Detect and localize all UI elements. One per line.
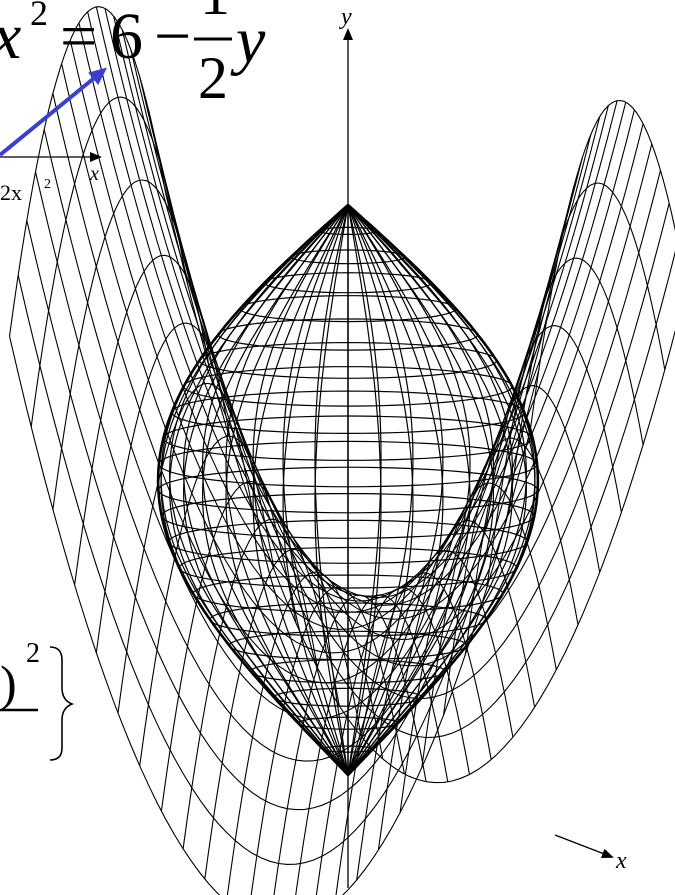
callout-arrow	[0, 67, 108, 157]
fragment-paren: )	[0, 655, 17, 711]
y-axis-label: y	[339, 4, 352, 30]
paraboloid-meridian	[347, 204, 444, 776]
x-axis	[554, 834, 614, 859]
paraboloid-meridian	[347, 204, 471, 776]
paraboloid-meridian	[347, 204, 528, 776]
inset-plot: x 2x 2	[0, 152, 102, 205]
eq-constant: 6	[110, 0, 143, 73]
saddle-line	[26, 220, 549, 811]
paraboloid-meridian	[225, 204, 349, 776]
saddle-line	[34, 171, 557, 762]
paraboloid-meridian	[347, 204, 471, 776]
saddle-line	[165, 193, 675, 784]
eq-lhs-variable: x	[0, 0, 21, 73]
paraboloid-meridian	[314, 204, 349, 776]
saddle-line	[335, 572, 492, 895]
saddle-line	[61, 63, 583, 654]
inset-curve-label-exponent: 2	[44, 177, 51, 192]
saddle-line	[17, 275, 540, 865]
paraboloid-meridian	[282, 204, 349, 776]
surface-equation: x 2 = 6 − 1 2 y	[0, 0, 266, 111]
paraboloid-meridian	[347, 204, 414, 776]
paraboloid-meridian	[168, 204, 349, 776]
inset-curve-label: 2x	[0, 180, 22, 205]
saddle-line	[8, 336, 531, 895]
paraboloid-meridian	[347, 204, 382, 776]
saddle-line	[486, 257, 644, 588]
saddle-line	[43, 129, 566, 720]
x-axis-label: x	[615, 848, 627, 874]
saddle-line	[130, 50, 653, 640]
paraboloid-meridian	[225, 204, 349, 776]
inset-x-axis-label: x	[89, 163, 99, 185]
eq-rhs-variable: y	[230, 4, 266, 77]
saddle-line	[113, 15, 635, 606]
saddle-line	[95, 6, 618, 597]
paraboloid-meridian	[201, 204, 349, 776]
eq-minus-sign: −	[154, 0, 191, 73]
paraboloid-meridian	[182, 204, 349, 776]
paraboloid-meridian	[347, 204, 495, 776]
paraboloid-meridian	[252, 204, 349, 776]
formula-fragment: ) 2	[0, 638, 75, 761]
eq-equals-sign: =	[60, 0, 97, 73]
fragment-exponent: 2	[26, 638, 40, 669]
eq-lhs-exponent: 2	[30, 0, 48, 33]
paraboloid-meridian	[347, 204, 444, 776]
saddle-line	[156, 148, 675, 739]
fragment-brace	[49, 646, 75, 761]
eq-fraction-numerator: 1	[200, 0, 230, 27]
paraboloid-meridian	[347, 204, 414, 776]
paraboloid-meridian	[314, 204, 349, 776]
saddle-line	[117, 382, 275, 714]
paraboloid-meridian	[282, 204, 349, 776]
paraboloid-meridian	[347, 204, 382, 776]
paraboloid-meridian	[201, 204, 349, 776]
paraboloid-meridian	[347, 204, 514, 776]
paraboloid-meridian	[252, 204, 349, 776]
eq-fraction-denominator: 2	[198, 45, 228, 111]
